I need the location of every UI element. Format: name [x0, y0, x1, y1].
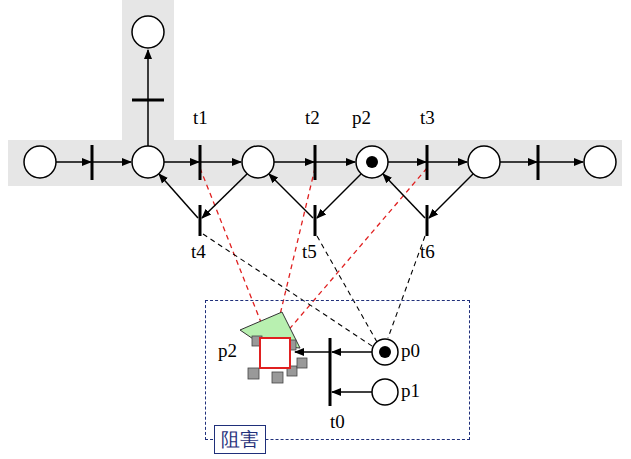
element-label: p0 — [401, 341, 420, 362]
element-label: t3 — [420, 108, 435, 129]
element-label: t2 — [305, 108, 320, 129]
element-label: t0 — [330, 412, 345, 433]
element-label: t1 — [193, 108, 208, 129]
region-heading: 阻害 — [214, 425, 266, 454]
element-label: t6 — [420, 242, 435, 263]
transitions — [92, 100, 538, 406]
token — [379, 346, 391, 358]
process-band — [8, 140, 622, 186]
places — [24, 16, 616, 405]
element-label: p1 — [401, 381, 420, 402]
element-label: p2 — [218, 341, 237, 362]
element-label: p2 — [352, 108, 371, 129]
element-label: t5 — [302, 242, 317, 263]
arcs — [56, 50, 583, 392]
element-label: t4 — [191, 242, 206, 263]
token — [366, 156, 378, 168]
black-dashed-links — [203, 234, 425, 348]
robot-icon — [240, 312, 307, 383]
